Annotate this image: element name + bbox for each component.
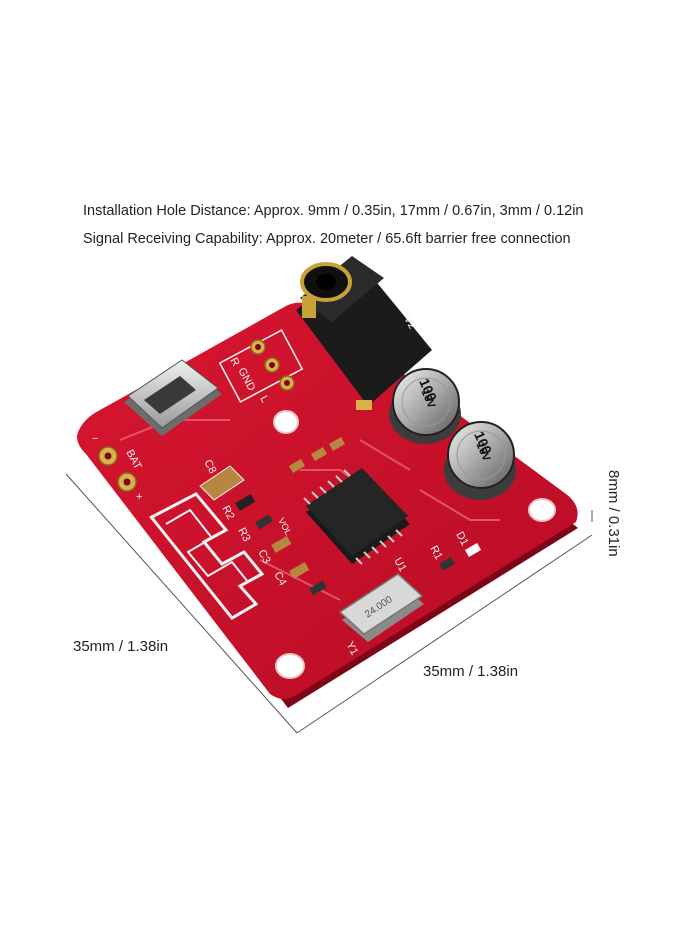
mounting-holes (273, 410, 556, 679)
label-r3: R3 (235, 526, 252, 544)
micro-usb-port (124, 359, 222, 436)
label-y1: Y1 (343, 640, 360, 658)
label-r1: R1 (427, 544, 444, 562)
installation-hole-caption: Installation Hole Distance: Approx. 9mm … (83, 203, 584, 219)
battery-pads (98, 446, 137, 492)
electrolytic-capacitor-2 (444, 421, 516, 500)
label-c8: C8 (201, 458, 218, 476)
height-dimension-label: 8mm / 0.31in (605, 470, 622, 557)
signal-range-caption: Signal Receiving Capability: Approx. 20m… (83, 231, 571, 247)
label-u1: U1 (391, 556, 408, 574)
electrolytic-capacitor-1 (389, 368, 461, 444)
label-c3: C3 (255, 548, 272, 566)
depth-dimension-label: 35mm / 1.38in (423, 663, 519, 680)
pcb-antenna-trace (149, 492, 265, 620)
label-minus: − (92, 433, 98, 445)
dimension-lines (65, 473, 593, 734)
label-v2: V2 (401, 314, 418, 332)
label-c4: C4 (271, 570, 288, 588)
label-r2: R2 (219, 504, 236, 522)
width-dimension-label: 35mm / 1.38in (73, 638, 169, 655)
label-plus: + (136, 491, 142, 503)
label-l: L (257, 394, 270, 405)
smd-components (199, 437, 482, 596)
audio-jack (296, 256, 432, 410)
main-ic-chip (303, 468, 410, 565)
label-d1: D1 (453, 530, 470, 548)
crystal-oscillator: 24.000 (338, 573, 424, 642)
pcb-traces (119, 419, 500, 601)
